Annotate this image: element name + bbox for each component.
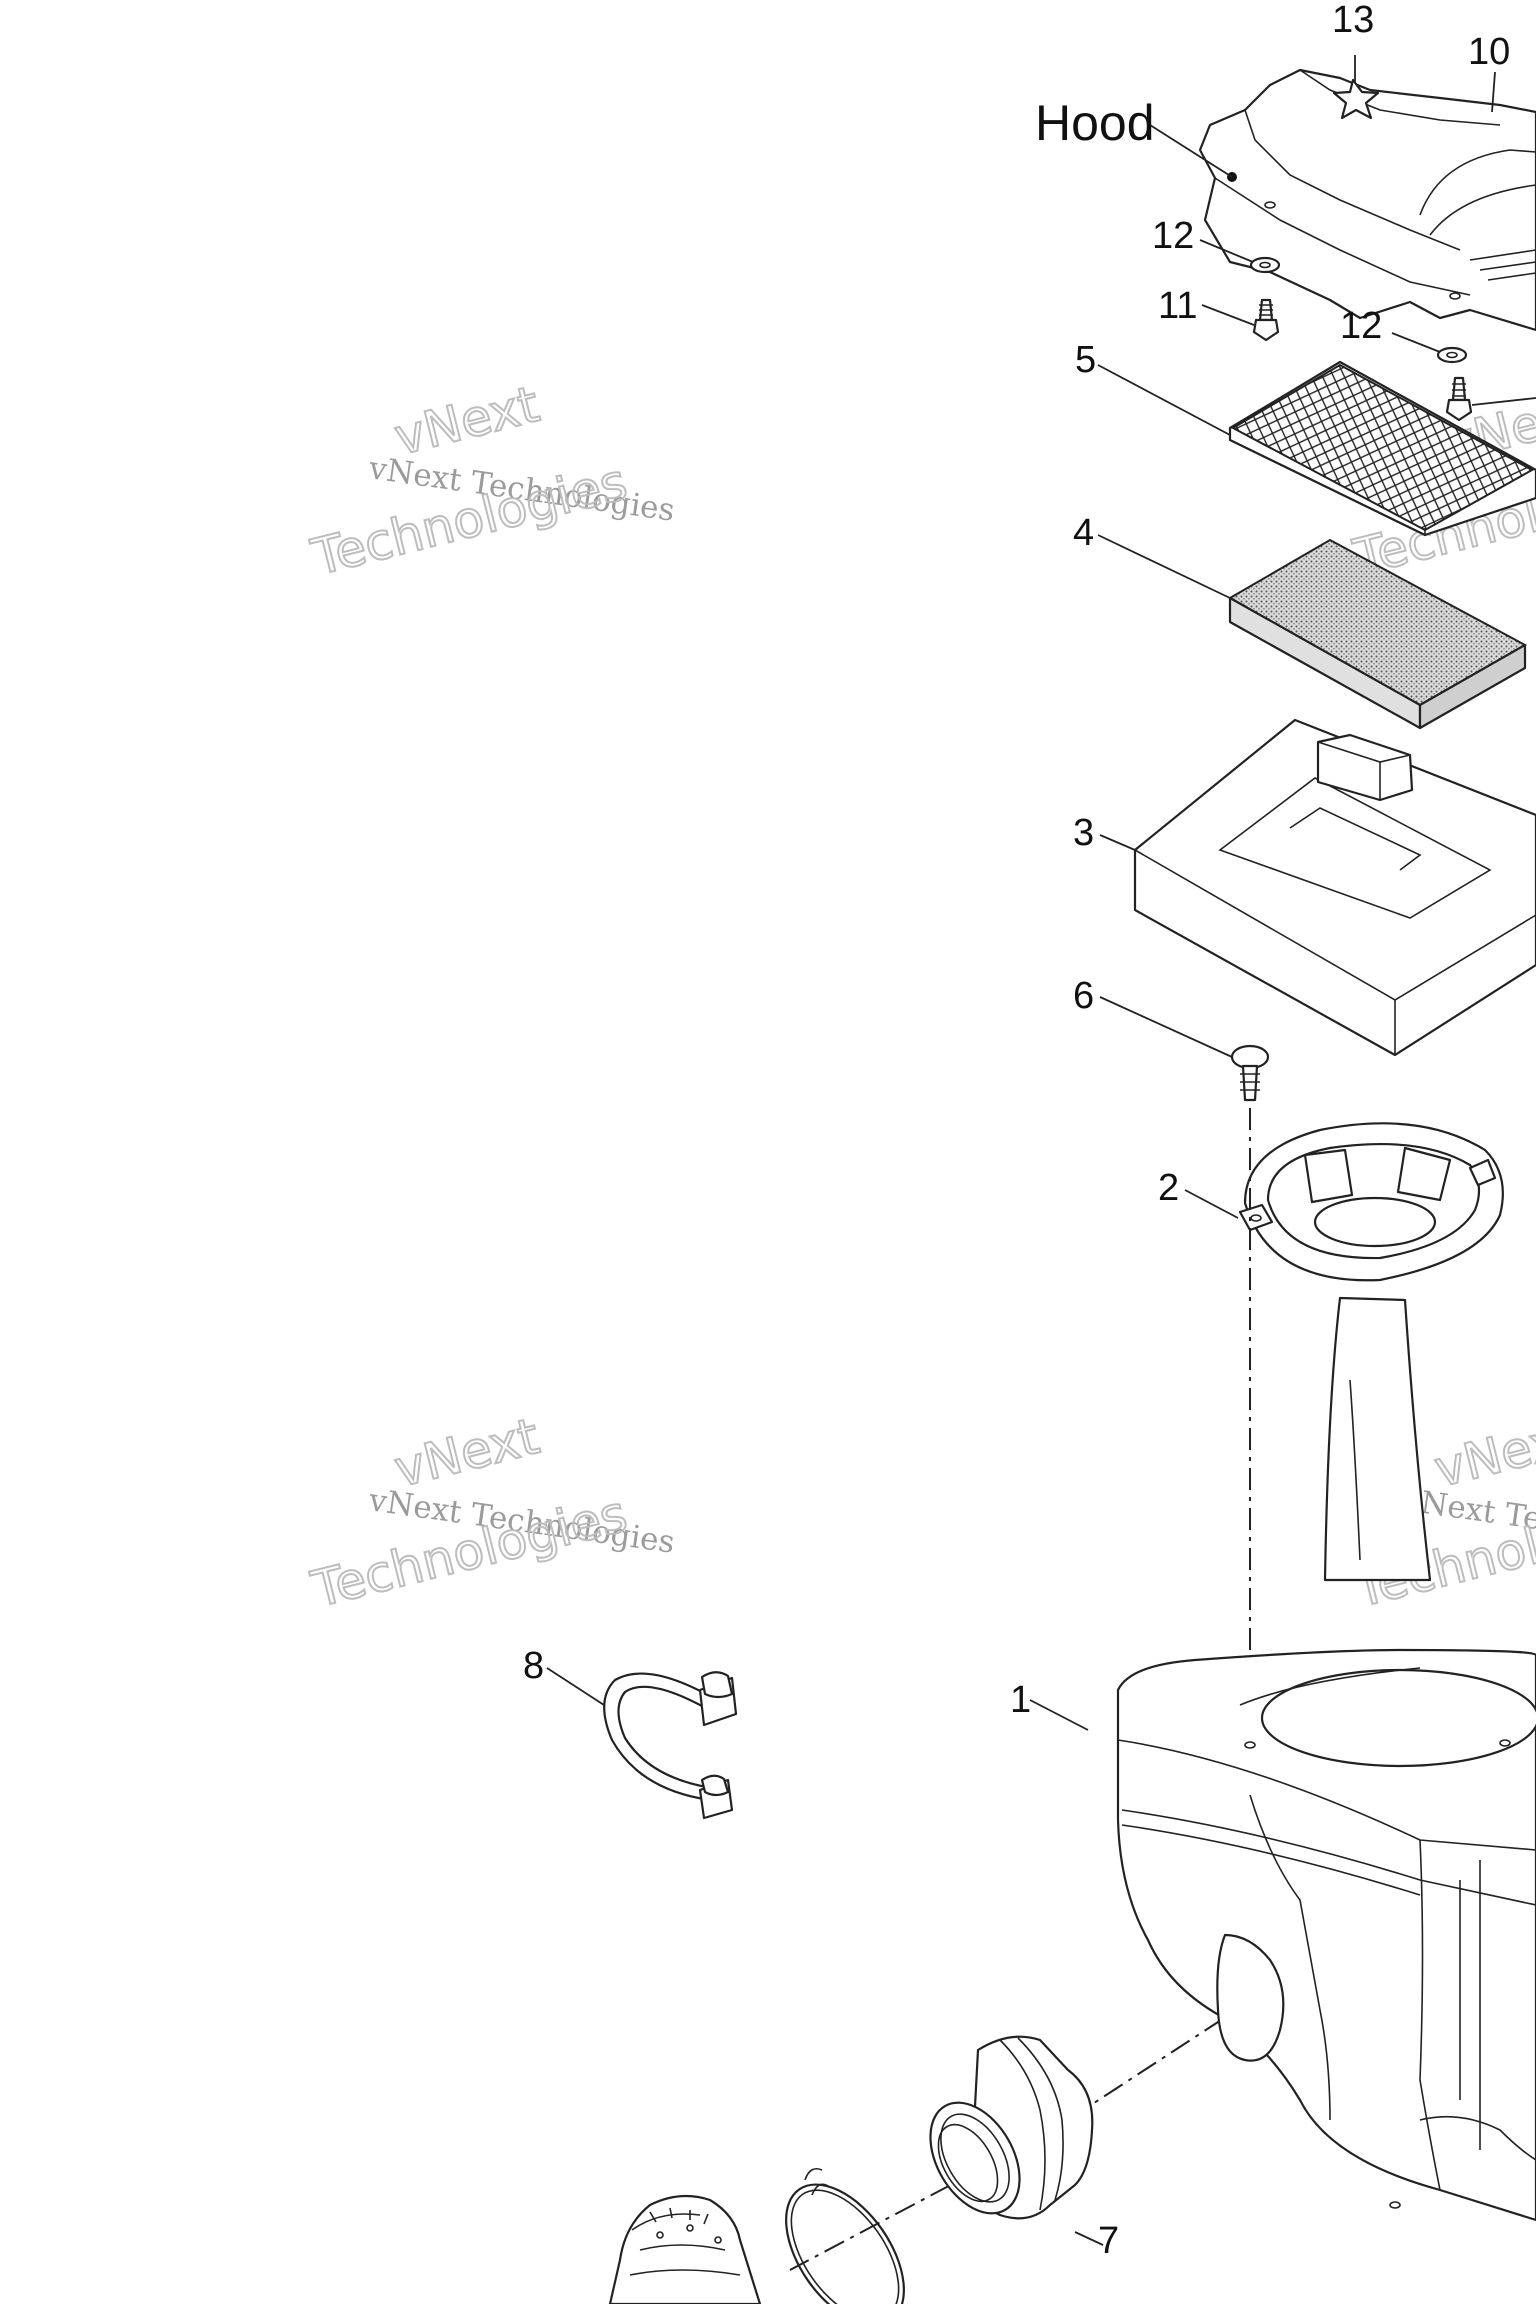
part-intake-funnel [1238, 1122, 1504, 1582]
svg-text:vNext: vNext [1429, 1407, 1536, 1499]
part-clamp-ring [785, 2167, 905, 2304]
part-filter-frame [1133, 718, 1536, 1057]
part-screw-right [1445, 376, 1473, 422]
part-washer-right [1436, 346, 1468, 364]
part-carburetor [608, 2194, 762, 2304]
callout-1: 1 [1010, 1679, 1031, 1721]
watermark-middle: vNext vNext Technologies Technologies [305, 1406, 677, 1620]
part-washer-left [1249, 256, 1281, 274]
callout-2: 2 [1158, 1167, 1179, 1209]
callout-7: 7 [1098, 2220, 1119, 2262]
part-screw-left [1252, 298, 1280, 342]
callout-10: 10 [1468, 31, 1510, 73]
callout-12-right: 12 [1340, 305, 1382, 347]
callout-5: 5 [1075, 339, 1096, 381]
hood-label: Hood [1035, 95, 1155, 151]
callout-12-left: 12 [1152, 215, 1194, 257]
part-foam-filter [1227, 538, 1528, 730]
callout-13: 13 [1332, 0, 1374, 41]
part-star-decal [1332, 78, 1380, 120]
part-screen-filter [1228, 360, 1536, 537]
watermark-top: vNext vNext Technologies Technologies [305, 374, 677, 588]
part-push-rivet [1230, 1044, 1270, 1102]
leader-lines [546, 55, 1536, 2246]
callout-3: 3 [1073, 812, 1094, 854]
svg-text:vNext: vNext [389, 375, 545, 467]
callout-6: 6 [1073, 975, 1094, 1017]
callout-11: 11 [1158, 285, 1197, 327]
callout-4: 4 [1073, 512, 1094, 554]
part-rubber-boot [929, 2035, 1094, 2220]
part-airbox [1116, 1648, 1536, 2222]
svg-text:vNext: vNext [389, 1407, 545, 1499]
part-spring-clip [603, 1671, 738, 1820]
callout-8: 8 [523, 1645, 544, 1687]
